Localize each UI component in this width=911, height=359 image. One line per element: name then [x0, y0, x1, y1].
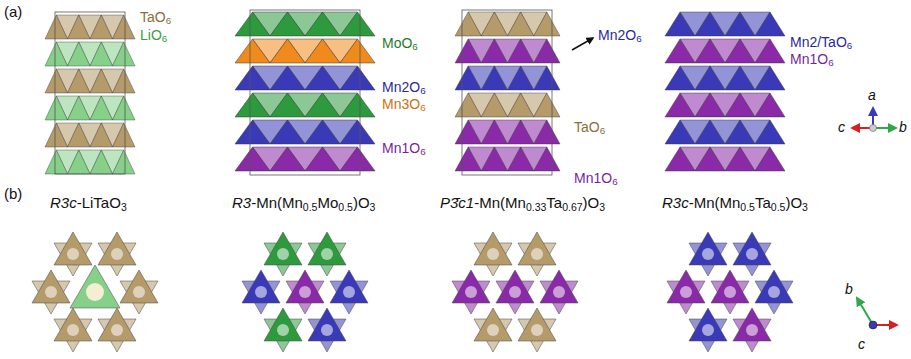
structure-title: P3̄c1-Mn(Mn0.33Ta0.67)O3 [440, 195, 605, 212]
polyhedron-label: Mn2/TaO6 [790, 35, 852, 50]
polyhedron-label: Mn1O6 [790, 52, 834, 67]
axis-label: c [838, 120, 845, 135]
polyhedron-label: TaO6 [574, 120, 605, 135]
polyhedron-label: Mn1O6 [574, 171, 618, 186]
polyhedron-label: TaO6 [140, 10, 171, 25]
axis-label: b [845, 282, 853, 297]
axis-label: a [868, 88, 876, 103]
polyhedron-label: MoO6 [382, 36, 418, 51]
axis-label: c [858, 337, 865, 352]
axis-label: b [899, 120, 907, 135]
polyhedron-label: Mn2O6 [598, 28, 642, 43]
polyhedron-label: LiO6 [140, 28, 167, 43]
structure-title: R3c-Mn(Mn0.5Ta0.5)O3 [662, 195, 808, 212]
polyhedron-label: Mn2O6 [382, 80, 426, 95]
polyhedron-label: Mn1O6 [382, 141, 426, 156]
panel-letter: (b) [4, 186, 22, 203]
structure-title: R3c-LiTaO3 [50, 195, 127, 212]
polyhedron-label: Mn3O6 [382, 97, 426, 112]
panel-letter: (a) [4, 4, 22, 21]
structure-title: R3-Mn(Mn0.5Mo0.5)O3 [232, 195, 375, 212]
